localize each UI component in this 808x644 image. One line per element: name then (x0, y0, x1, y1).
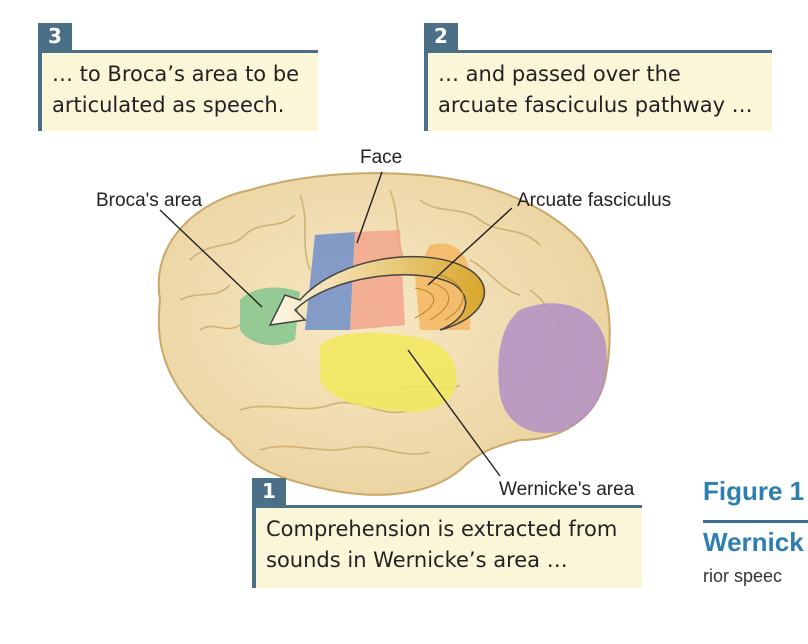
figure-rule (703, 520, 808, 523)
broca-label: Broca's area (96, 190, 203, 211)
figure-title: Figure 1 (703, 476, 804, 507)
occipital-region (498, 303, 607, 433)
figure-subtitle: Wernick (703, 527, 804, 558)
step-number-badge: 1 (252, 478, 286, 505)
callout-line: sounds in Wernicke’s area … (266, 545, 632, 576)
arcuate-label: Arcuate fasciculus (517, 190, 671, 211)
callout-text-box: Comprehension is extracted from sounds i… (252, 508, 642, 588)
face-label: Face (360, 147, 402, 168)
callout-line: Comprehension is extracted from (266, 514, 632, 545)
callout-step-1: 1 Comprehension is extracted from sounds… (252, 478, 642, 588)
figure-body-text: rior speec (703, 566, 782, 587)
